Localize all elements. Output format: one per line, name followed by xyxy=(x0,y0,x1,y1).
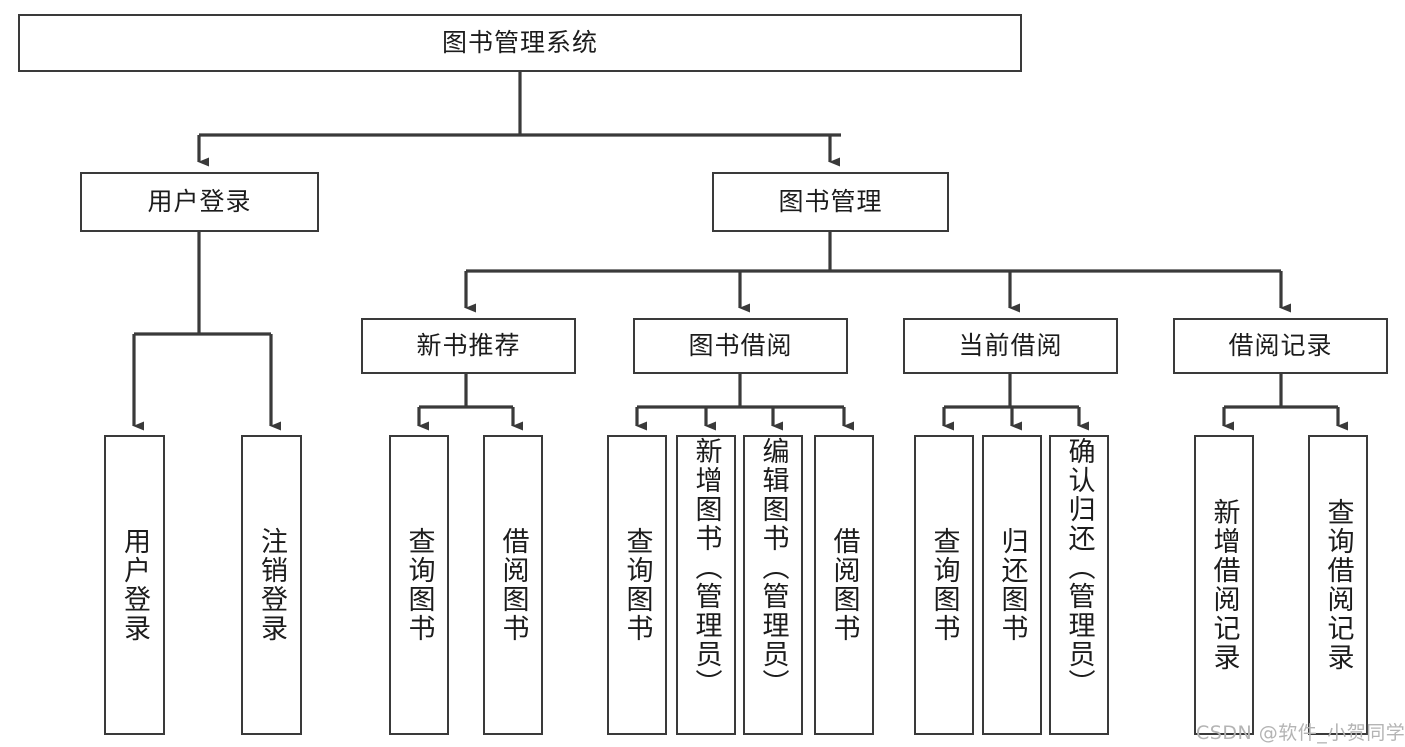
node-label: 新增借阅记录 xyxy=(1208,498,1240,672)
node-label: 注销登录 xyxy=(256,527,287,643)
node-label: 编辑图书（管理员） xyxy=(757,437,789,698)
node-label: 图书借阅 xyxy=(688,331,793,361)
leaf-query-book-current[interactable]: 查询图书 xyxy=(914,435,974,735)
node-label: 借阅图书 xyxy=(497,527,529,643)
node-label: 新增图书（管理员） xyxy=(690,437,722,698)
node-label: 用户登录 xyxy=(147,187,252,217)
node-label: 用户登录 xyxy=(119,527,150,643)
node-label: 查询图书 xyxy=(928,527,960,643)
leaf-borrow-book-borrow[interactable]: 借阅图书 xyxy=(814,435,874,735)
node-label: 新书推荐 xyxy=(416,331,521,361)
node-label: 归还图书 xyxy=(996,527,1028,643)
leaf-query-book-newbook[interactable]: 查询图书 xyxy=(389,435,449,735)
node-label: 借阅图书 xyxy=(828,527,860,643)
leaf-return-book[interactable]: 归还图书 xyxy=(982,435,1042,735)
node-book-borrow[interactable]: 图书借阅 xyxy=(633,318,848,374)
node-borrow-record[interactable]: 借阅记录 xyxy=(1173,318,1388,374)
node-new-book-recommend[interactable]: 新书推荐 xyxy=(361,318,576,374)
leaf-borrow-book-newbook[interactable]: 借阅图书 xyxy=(483,435,543,735)
node-label: 图书管理系统 xyxy=(441,28,598,58)
node-label: 确认归还（管理员） xyxy=(1063,437,1095,698)
leaf-user-login[interactable]: 用户登录 xyxy=(104,435,165,735)
node-root-system[interactable]: 图书管理系统 xyxy=(18,14,1022,72)
leaf-logout[interactable]: 注销登录 xyxy=(241,435,302,735)
leaf-add-book-admin[interactable]: 新增图书（管理员） xyxy=(676,435,736,735)
leaf-confirm-return-admin[interactable]: 确认归还（管理员） xyxy=(1049,435,1109,735)
node-label: 当前借阅 xyxy=(958,331,1063,361)
node-label: 查询借阅记录 xyxy=(1322,498,1354,672)
leaf-add-borrow-record[interactable]: 新增借阅记录 xyxy=(1194,435,1254,735)
leaf-query-book-borrow[interactable]: 查询图书 xyxy=(607,435,667,735)
node-book-management[interactable]: 图书管理 xyxy=(712,172,949,232)
node-label: 查询图书 xyxy=(403,527,435,643)
leaf-query-borrow-record[interactable]: 查询借阅记录 xyxy=(1308,435,1368,735)
node-label: 图书管理 xyxy=(778,187,883,217)
node-label: 查询图书 xyxy=(621,527,653,643)
node-current-borrow[interactable]: 当前借阅 xyxy=(903,318,1118,374)
node-user-login[interactable]: 用户登录 xyxy=(80,172,319,232)
node-label: 借阅记录 xyxy=(1228,331,1333,361)
leaf-edit-book-admin[interactable]: 编辑图书（管理员） xyxy=(743,435,803,735)
